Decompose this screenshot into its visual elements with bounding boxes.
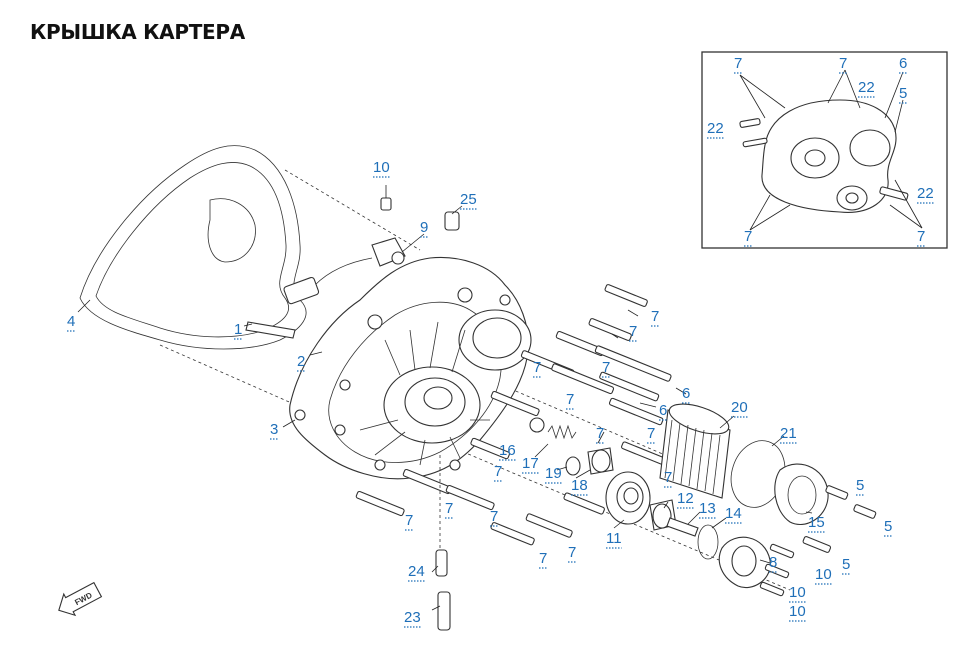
bolts-5 [802,485,877,553]
callout-10b: 10 [815,566,832,583]
callout-5b: 5 [884,518,892,535]
bolt-10-top [380,197,392,211]
callout-7n: 7 [568,544,576,561]
callout-10d: 10 [789,603,806,620]
callout-10-top: 10 [373,159,390,176]
cover-bolts-lower [355,468,605,546]
inset-callout-7d: 7 [917,228,925,245]
o-ring-14 [697,524,719,560]
callout-2: 2 [297,353,305,370]
callout-4: 4 [67,313,75,330]
callout-19: 19 [545,465,562,482]
inset-callout-22b: 22 [707,120,724,137]
inset-panel [701,51,948,249]
oil-filter-20 [659,403,731,499]
inset-callout-6: 6 [899,55,907,72]
callout-8: 8 [769,554,777,571]
bearing-11 [605,471,651,525]
callout-7i: 7 [494,463,502,480]
inset-callout-5: 5 [899,85,907,102]
callout-5a: 5 [856,477,864,494]
callout-layer: 4 1 2 3 10 9 25 7 7 7 7 7 6 6 7 7 7 16 1… [67,55,934,626]
filter-cover-15 [774,463,829,525]
inset-callout-7b: 7 [839,55,847,72]
plug-25 [444,211,460,231]
ball-16 [529,417,545,433]
callout-13: 13 [699,500,716,517]
callout-1: 1 [234,321,242,338]
inset-assembly-drawing [739,69,923,231]
callout-underlines [67,72,934,628]
callout-25: 25 [460,191,477,208]
callout-15: 15 [808,514,825,531]
shaft-13 [666,517,699,537]
pin-24 [435,549,448,577]
fwd-arrow-icon: FWD [58,581,103,617]
pump-cover-8 [718,536,771,588]
callout-7k: 7 [445,500,453,517]
callout-23: 23 [404,609,421,626]
callout-7e: 7 [566,391,574,408]
callout-11: 11 [606,530,622,547]
callout-24: 24 [408,563,425,580]
callout-17: 17 [522,455,539,472]
bolts-10-lower [759,543,795,597]
callout-7j: 7 [405,512,413,529]
o-ring-19 [565,456,581,476]
inset-callout-22c: 22 [917,185,934,202]
callout-12: 12 [677,490,694,507]
callout-3: 3 [270,421,278,438]
callout-6b: 6 [659,402,667,419]
callout-7g: 7 [647,425,655,442]
callout-16: 16 [499,442,516,459]
callout-7d: 7 [602,359,610,376]
callout-20: 20 [731,399,748,416]
bolt-1 [245,321,296,339]
callout-7l: 7 [490,508,498,525]
callout-21: 21 [780,425,797,442]
callout-7c: 7 [533,359,541,376]
callout-7h: 7 [664,469,672,486]
spring-17 [547,424,577,440]
inset-callout-22a: 22 [858,79,875,96]
exploded-view-artwork: FWD [58,145,877,631]
callout-7m: 7 [539,550,547,567]
inset-callout-7c: 7 [744,228,752,245]
pin-23 [437,591,451,631]
callout-7f: 7 [596,425,604,442]
callout-5c: 5 [842,556,850,573]
callout-14: 14 [725,505,742,522]
callout-6a: 6 [682,385,690,402]
callout-7b: 7 [629,323,637,340]
callout-10c: 10 [789,584,806,601]
gasket [79,145,307,350]
page-title: КРЫШКА КАРТЕРА [30,20,245,44]
callout-7a: 7 [651,308,659,325]
inset-callout-7a: 7 [734,55,742,72]
callout-9: 9 [420,219,428,236]
callout-18: 18 [571,477,588,494]
